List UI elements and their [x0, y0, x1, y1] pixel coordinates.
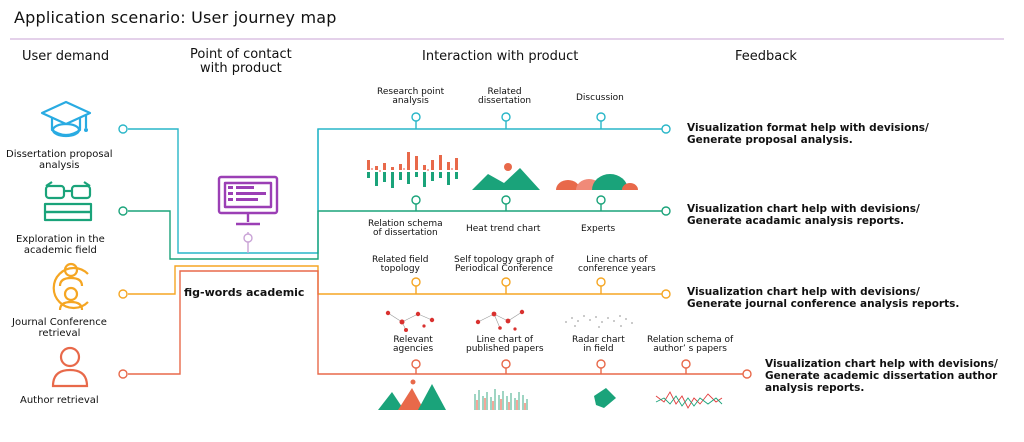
computer-monitor-icon [217, 175, 279, 226]
interaction-author-relation: Relation schema of author’ s papers [647, 335, 734, 355]
relevant-agencies-network [385, 310, 435, 332]
header-feedback: Feedback [735, 49, 797, 64]
feedback-4: Visualization chart help with devisions/… [765, 358, 998, 395]
header-interaction: Interaction with product [422, 49, 579, 64]
research-point-thumbnail [367, 152, 458, 188]
published-papers-network [475, 309, 525, 331]
interaction-experts: Experts [581, 224, 616, 234]
interaction-self-topology: Self topology graph of Periodical Confer… [454, 255, 554, 275]
interaction-published-papers: Line chart of published papers [466, 335, 544, 355]
radar-shape [594, 388, 616, 408]
interaction-relevant-agencies: Relevant agencies [393, 335, 434, 355]
interaction-field-topology: Related field topology [372, 255, 429, 275]
interaction-relation-schema: Relation schema of dissertation [368, 219, 443, 239]
feedback-1: Visualization format help with devisions… [687, 122, 929, 147]
interaction-radar-chart: Radar chart in field [572, 335, 625, 355]
demand-label-2: Exploration in the academic field [16, 234, 105, 256]
interaction-discussion: Discussion [576, 93, 624, 103]
radar-field-scatter [565, 315, 633, 328]
row1-nodes [118, 112, 671, 134]
header-point-of-contact: Point of contact with product [190, 47, 292, 76]
page-title: Application scenario: User journey map [14, 8, 337, 27]
contact-label: fig-words academic [184, 286, 305, 299]
row3-nodes [118, 277, 671, 299]
author-papers-lines [655, 391, 723, 409]
feedback-2: Visualization chart help with devisions/… [687, 203, 920, 228]
feedback-3: Visualization chart help with devisions/… [687, 286, 960, 311]
people-group-icon [52, 262, 89, 311]
interaction-heat-trend: Heat trend chart [466, 224, 541, 234]
header-user-demand: User demand [22, 49, 110, 64]
demand-label-3: Journal Conference retrieval [12, 317, 107, 339]
related-dissertation-thumbnail [472, 163, 540, 190]
glasses-books-icon [43, 181, 93, 222]
agencies-mountains [378, 379, 446, 410]
demand-label-4: Author retrieval [20, 395, 99, 406]
row2-nodes [118, 195, 671, 216]
interaction-conference-years: Line charts of conference years [578, 255, 656, 275]
row4-nodes [118, 359, 752, 379]
interaction-research-point: Research point analysis [377, 87, 445, 107]
discussion-thumbnail [556, 174, 638, 190]
graduation-cap-icon [40, 100, 92, 138]
person-icon [51, 346, 89, 388]
interaction-related-dissertation: Related dissertation [478, 87, 532, 107]
published-papers-bars [474, 389, 528, 410]
demand-label-1: Dissertation proposal analysis [6, 149, 113, 171]
